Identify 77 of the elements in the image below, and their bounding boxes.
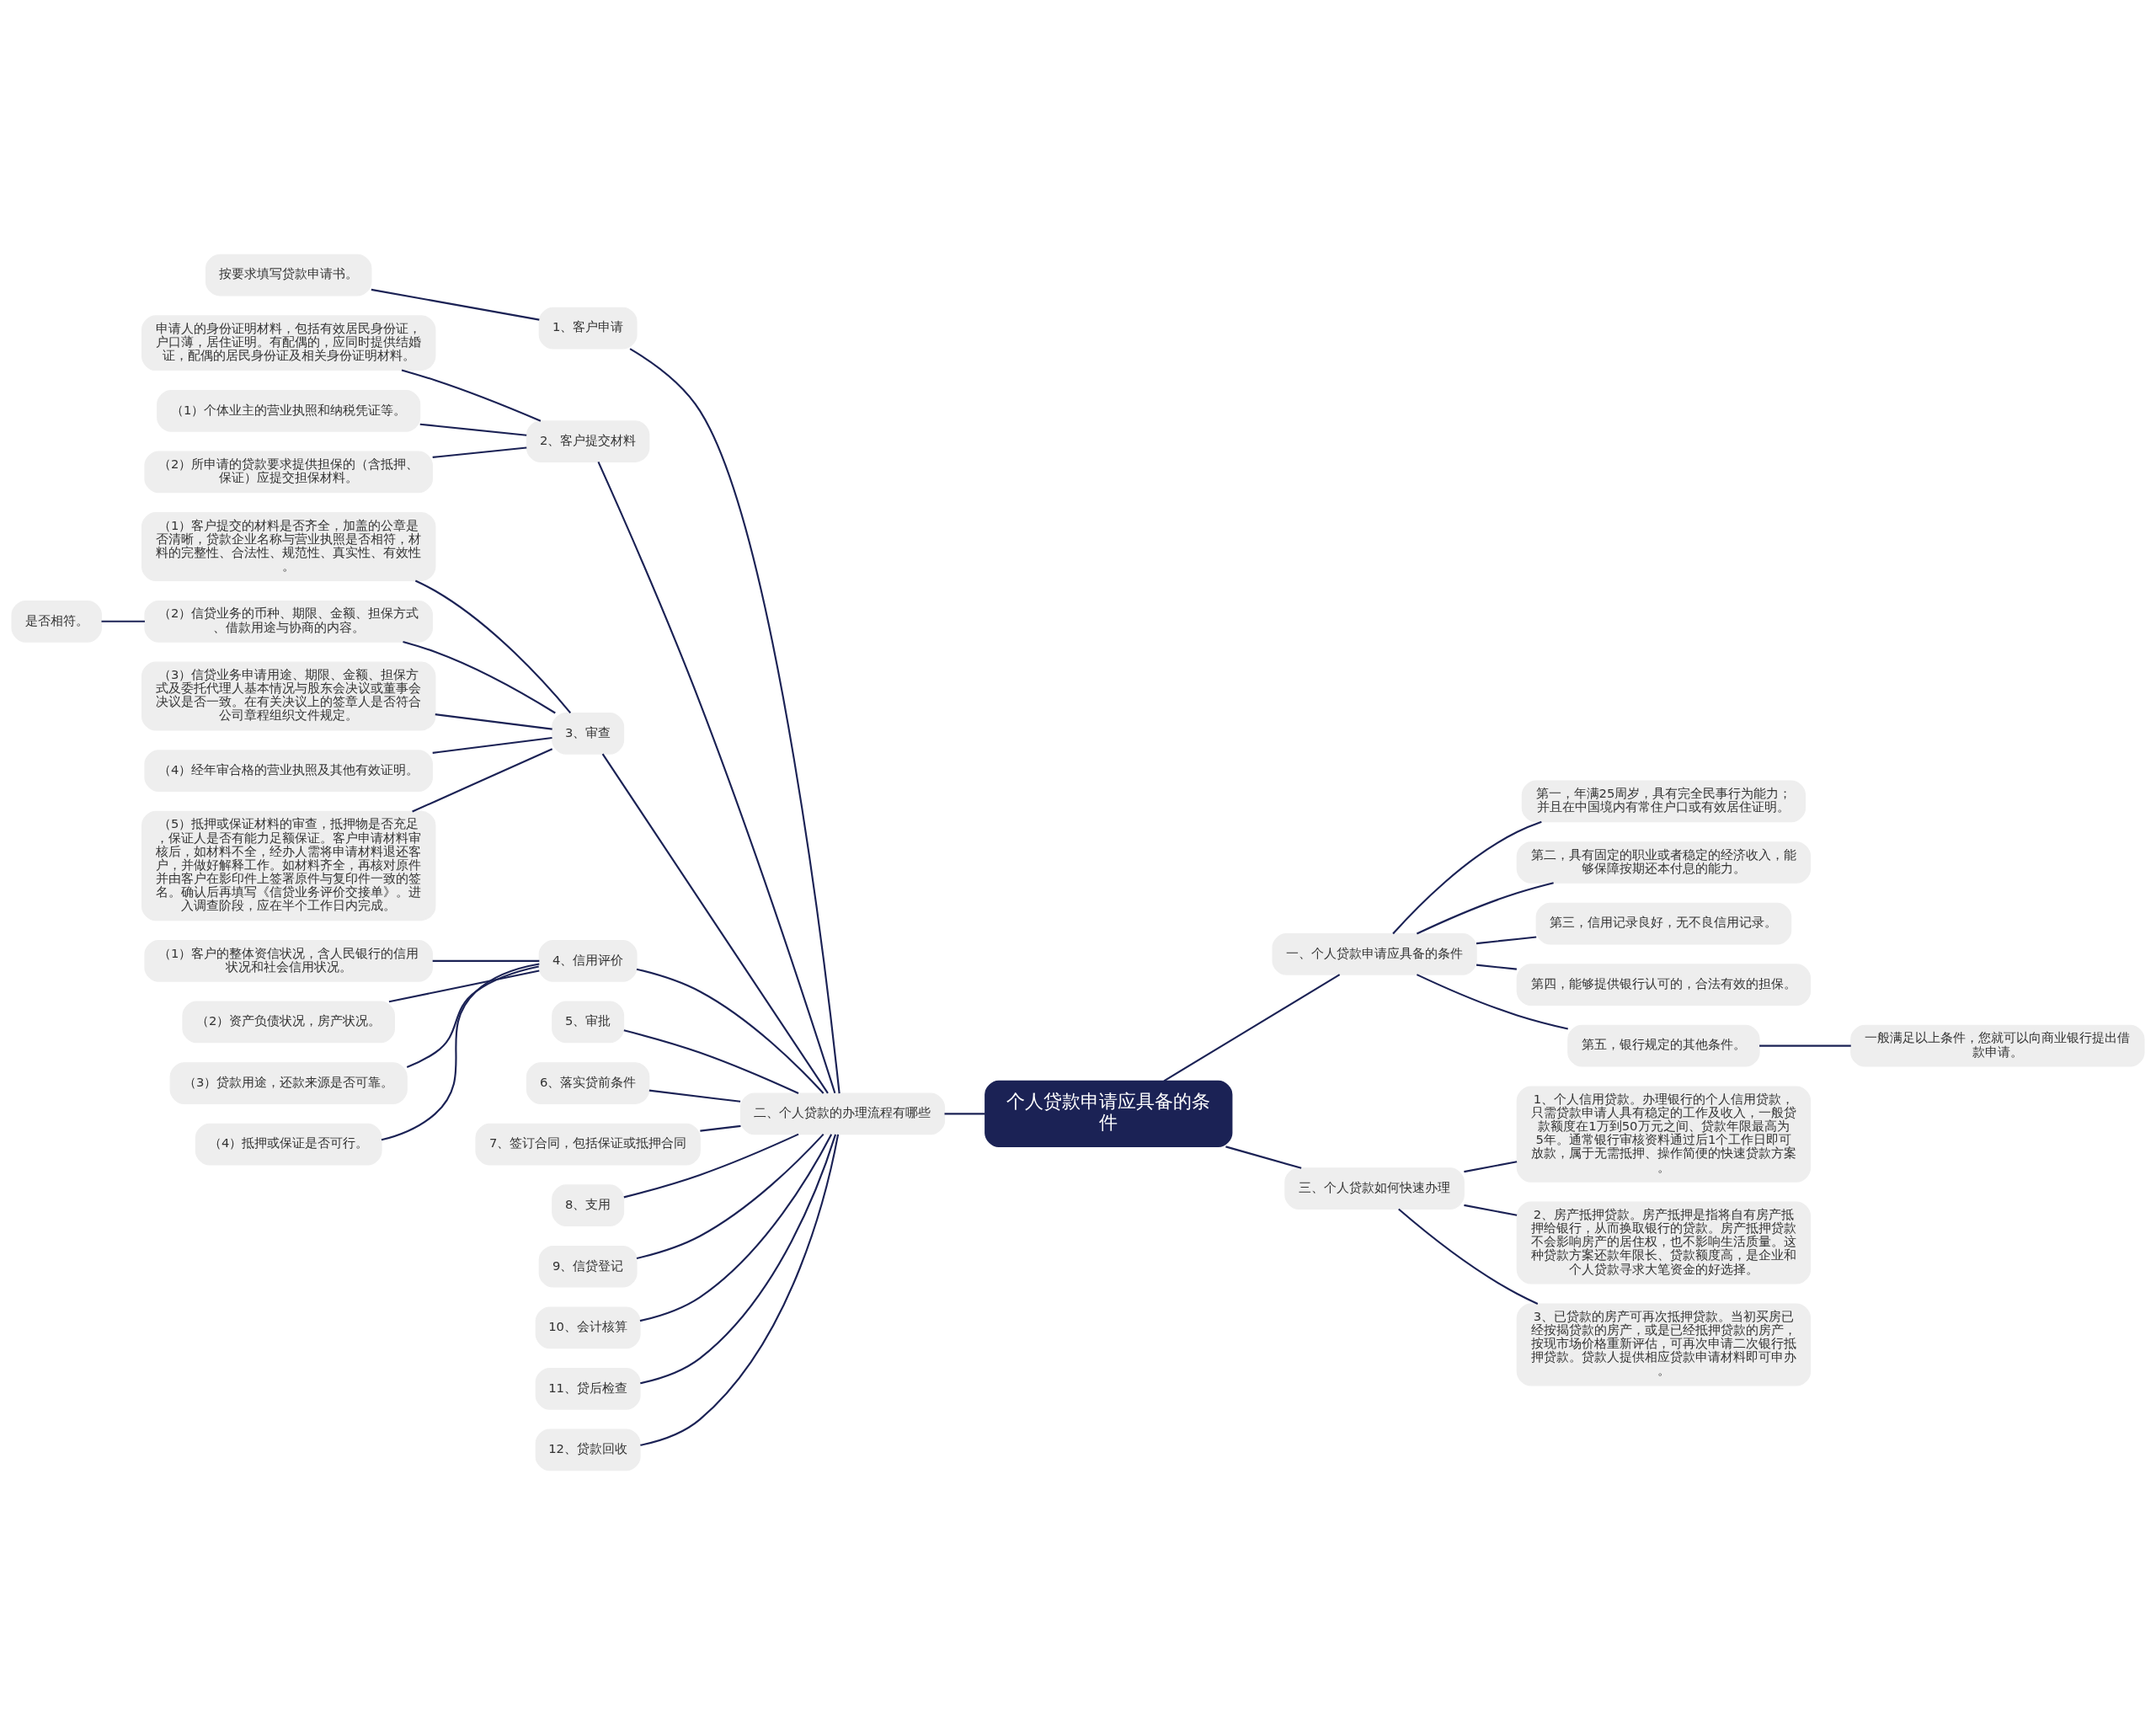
node-box: （2）信贷业务的币种、期限、金额、担保方式、借款用途与协商的内容。 — [144, 600, 434, 643]
node-box: 8、支用 — [552, 1184, 625, 1227]
node-box: 一、个人贷款申请应具备的条件 — [1272, 933, 1477, 975]
node-box: （2）所申请的贷款要求提供担保的（含抵押、保证）应提交担保材料。 — [144, 451, 434, 494]
node-box: （1）客户的整体资信状况，含人民银行的信用状况和社会信用状况。 — [144, 940, 434, 982]
node-box: 12、贷款回收 — [535, 1429, 641, 1471]
node-box: 5、审批 — [552, 1001, 625, 1044]
connector — [432, 959, 540, 962]
connector — [640, 1134, 837, 1385]
node-box: 一般满足以上条件，您就可以向商业银行提出借款申请。 — [1850, 1024, 2145, 1067]
connector — [381, 963, 540, 1141]
node-box: （4）抵押或保证是否可行。 — [195, 1123, 382, 1166]
node-box: （5）抵押或保证材料的审查，抵押物是否充足，保证人是否有能力足额保证。客户申请材料审核后，如材料不全，经办人需将申请材料退还客户，并做好解释工作。如材料齐全，再核对原件并由客户在影印件上签署原件与复印件一致的签名。确认后再填写《信贷业务评价交接单》。进入调查阶段，应在半个工作日内完成。 — [141, 810, 436, 921]
node-box: 9、信贷登记 — [538, 1245, 638, 1288]
connector — [432, 736, 552, 754]
connector — [636, 968, 825, 1094]
connector — [629, 348, 841, 1094]
node-box: 三、个人贷款如何快速办理 — [1284, 1167, 1465, 1210]
connector — [419, 423, 527, 436]
node-box: （1）客户提交的材料是否齐全，加盖的公章是否清晰，贷款企业名称与营业执照是否相符，材料的完整性、合法性、规范性、真实性、有效性。 — [141, 512, 436, 582]
connector — [1225, 1146, 1302, 1169]
node-box: 第三，信用记录良好，无不良信用记录。 — [1535, 902, 1792, 945]
node-box: 个人贷款申请应具备的条件 — [985, 1080, 1233, 1147]
connector — [639, 1134, 833, 1322]
connector — [640, 1134, 840, 1446]
connector — [1416, 974, 1568, 1030]
node-box: （4）经年审合格的营业执照及其他有效证明。 — [144, 750, 434, 792]
node-box: 第一，年满25周岁，具有完全民事行为能力；并且在中国境内有常住户口或有效居住证明。 — [1521, 780, 1806, 823]
node-box: 10、会计核算 — [535, 1306, 641, 1349]
connector — [700, 1124, 741, 1132]
connector — [1163, 974, 1341, 1082]
node-box: 4、信用评价 — [538, 940, 638, 982]
connector — [1476, 964, 1517, 970]
connector — [623, 1133, 799, 1199]
connector — [1476, 936, 1537, 945]
connector — [1759, 1044, 1851, 1047]
connector — [414, 579, 572, 714]
connector — [597, 461, 836, 1094]
node-box: 按要求填写贷款申请书。 — [205, 254, 372, 296]
connector — [1392, 820, 1542, 935]
node-box: 7、签订合同，包括保证或抵押合同 — [475, 1123, 701, 1166]
node-box: 第四，能够提供银行认可的，合法有效的担保。 — [1516, 964, 1812, 1006]
node-box: 3、审查 — [552, 712, 625, 755]
node-box: 1、客户申请 — [538, 307, 638, 350]
connector — [636, 1133, 825, 1259]
connector — [1416, 882, 1554, 935]
connector — [403, 641, 556, 714]
connector — [601, 753, 829, 1094]
connector — [432, 446, 527, 458]
node-box: 二、个人贷款的办理流程有哪些 — [739, 1092, 946, 1135]
node-box: 是否相符。 — [11, 600, 102, 643]
connector — [1398, 1208, 1539, 1305]
connector — [623, 1029, 799, 1094]
node-box: 第二，具有固定的职业或者稳定的经济收入，能够保障按期还本付息的能力。 — [1516, 841, 1812, 884]
node-box: 3、已贷款的房产可再次抵押贷款。当初买房已经按揭贷款的房产，或是已经抵押贷款的房产，按现市场价格重新评估，可再次申请二次银行抵押贷款。贷款人提供相应贷款申请材料即可申办。 — [1516, 1303, 1812, 1386]
connector — [1464, 1161, 1518, 1173]
node-box: 2、客户提交材料 — [526, 420, 650, 462]
node-box: （1）个体业主的营业执照和纳税凭证等。 — [157, 389, 421, 432]
connector — [401, 369, 542, 422]
node-box: 1、个人信用贷款。办理银行的个人信用贷款，只需贷款申请人具有稳定的工作及收入，一般贷款额度在1万到50万元之间、贷款年限最高为5年。通常银行审核资料通过后1个工作日即可放款，属于无需抵押、操作简便的快速贷款方案。 — [1516, 1086, 1812, 1183]
connector — [944, 1113, 985, 1115]
node-box: 第五，银行规定的其他条件。 — [1567, 1024, 1760, 1067]
node-box: （2）资产负债状况，房产状况。 — [182, 1001, 395, 1044]
node-box: （3）贷款用途，还款来源是否可靠。 — [169, 1062, 408, 1104]
connector — [412, 748, 553, 813]
connector — [406, 965, 539, 1068]
connector — [648, 1089, 741, 1103]
node-box: （3）信贷业务申请用途、期限、金额、担保方式及委托代理人基本情况与股东会决议或董事会决议是否一致。在有关决议上的签章人是否符合公司章程组织文件规定。 — [141, 661, 436, 731]
connector — [388, 969, 540, 1003]
connector — [435, 713, 552, 730]
node-box: 申请人的身份证明材料，包括有效居民身份证，户口薄，居住证明。有配偶的，应同时提供结婚证，配偶的居民身份证及相关身份证明材料。 — [141, 315, 436, 371]
node-box: 2、房产抵押贷款。房产抵押是指将自有房产抵押给银行，从而换取银行的贷款。房产抵押贷款不会影响房产的居住权，也不影响生活质量。这种贷款方案还款年限长、贷款额度高，是企业和个人贷款寻求大笔资金的好选择。 — [1516, 1201, 1812, 1284]
node-box: 6、落实贷前条件 — [526, 1062, 650, 1104]
connector — [101, 620, 145, 622]
connector — [1464, 1204, 1518, 1216]
node-box: 11、贷后检查 — [535, 1368, 641, 1410]
connector — [371, 288, 540, 321]
